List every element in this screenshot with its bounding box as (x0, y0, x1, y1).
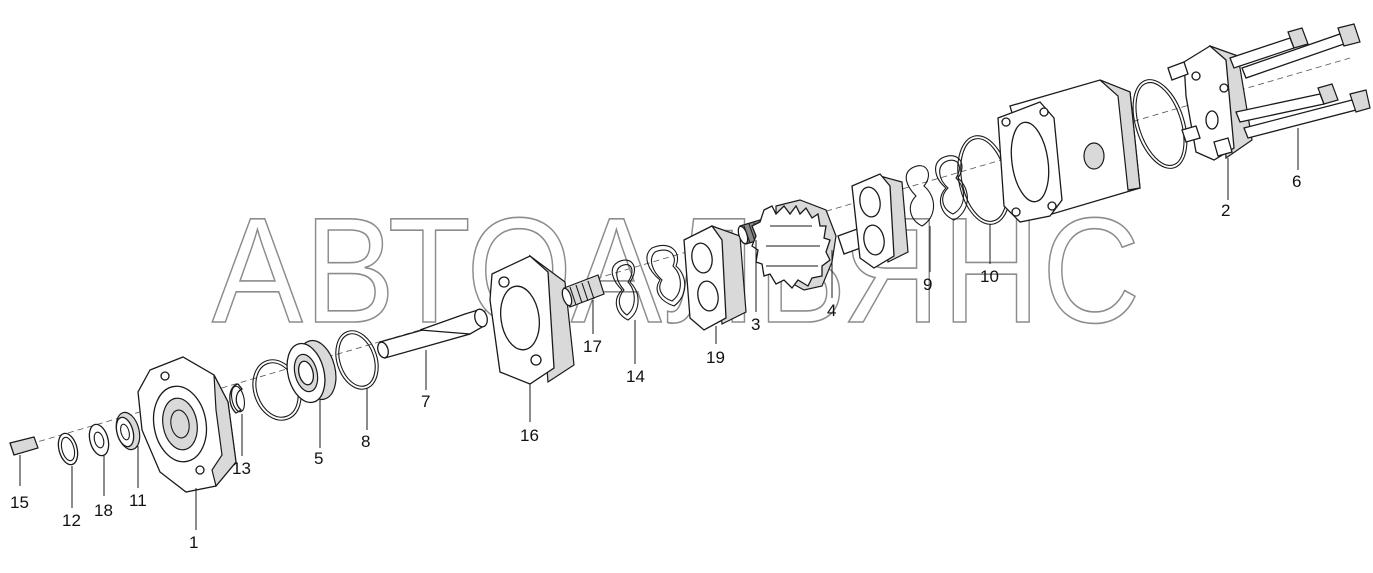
callout-7: 7 (421, 392, 430, 411)
callout-17: 17 (583, 337, 602, 356)
watermark-text: АВТОАЛЬЯНС (212, 186, 1142, 354)
part-5-bearing (286, 339, 337, 404)
callout-labels: 1 2 3 4 5 6 7 8 9 10 11 12 13 14 15 16 1… (10, 172, 1301, 552)
part-16-mounting-flange (489, 254, 575, 385)
callout-10: 10 (980, 267, 999, 286)
part-rear-bearing-plate (851, 173, 909, 269)
callout-3: 3 (751, 315, 760, 334)
leader-lines (19, 128, 1299, 530)
part-15-key (9, 436, 39, 456)
callout-8: 8 (361, 432, 370, 451)
callout-2: 2 (1221, 201, 1230, 220)
part-8-o-ring (335, 330, 379, 390)
part-9-gasket (905, 155, 968, 227)
part-gasket-plate (646, 244, 686, 307)
part-6-bolts (1229, 23, 1371, 139)
part-19-pressure-plate (683, 225, 747, 331)
callout-4: 4 (827, 301, 836, 320)
callout-12: 12 (62, 511, 81, 530)
callout-1: 1 (189, 533, 198, 552)
callout-11: 11 (129, 491, 147, 510)
part-14-gasket (611, 259, 639, 321)
part-17-splined-coupling (561, 274, 605, 308)
callout-15: 15 (10, 493, 29, 512)
part-11-seal (115, 411, 141, 451)
callout-18: 18 (94, 501, 113, 520)
part-4-gear-pair (751, 199, 867, 291)
callout-14: 14 (626, 367, 645, 386)
callout-9: 9 (923, 275, 932, 294)
part-13-circlip (229, 383, 246, 414)
callout-13: 13 (232, 459, 251, 478)
part-18-washer (88, 423, 110, 457)
part-1-front-cover (137, 356, 237, 493)
part-12-circlip (57, 432, 79, 466)
part-7-drive-shaft (377, 308, 488, 359)
part-o-ring-large (1132, 79, 1188, 169)
callout-5: 5 (314, 449, 323, 468)
callout-6: 6 (1292, 172, 1301, 191)
callout-19: 19 (706, 348, 725, 367)
part-pump-body (997, 79, 1141, 223)
part-2-rear-cover (1167, 45, 1253, 161)
callout-16: 16 (520, 426, 539, 445)
